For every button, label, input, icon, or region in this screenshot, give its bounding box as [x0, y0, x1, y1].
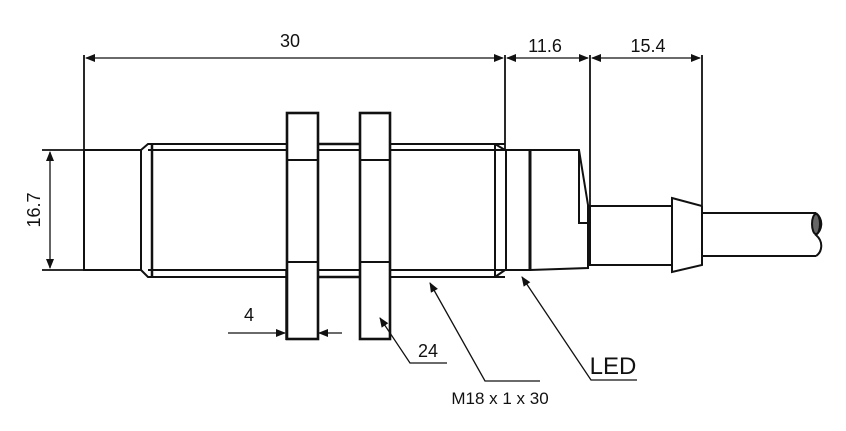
led-housing — [505, 149, 589, 271]
dim-label-15-4: 15.4 — [630, 36, 665, 56]
nut-2 — [358, 111, 392, 341]
dim-label-16-7: 16.7 — [24, 192, 44, 227]
dim-label-30: 30 — [280, 31, 300, 51]
leader-thread — [429, 282, 540, 382]
extension-lines — [42, 55, 703, 271]
led-label: LED — [590, 353, 637, 380]
dim-label-4: 4 — [244, 305, 254, 325]
cable — [589, 196, 823, 274]
leader-led — [521, 276, 637, 381]
nut-1 — [285, 111, 320, 341]
leader-24 — [379, 317, 447, 364]
thread-label: M18 x 1 x 30 — [451, 389, 548, 408]
dim-label-11-6: 11.6 — [528, 36, 562, 56]
dim-label-24: 24 — [418, 341, 438, 361]
